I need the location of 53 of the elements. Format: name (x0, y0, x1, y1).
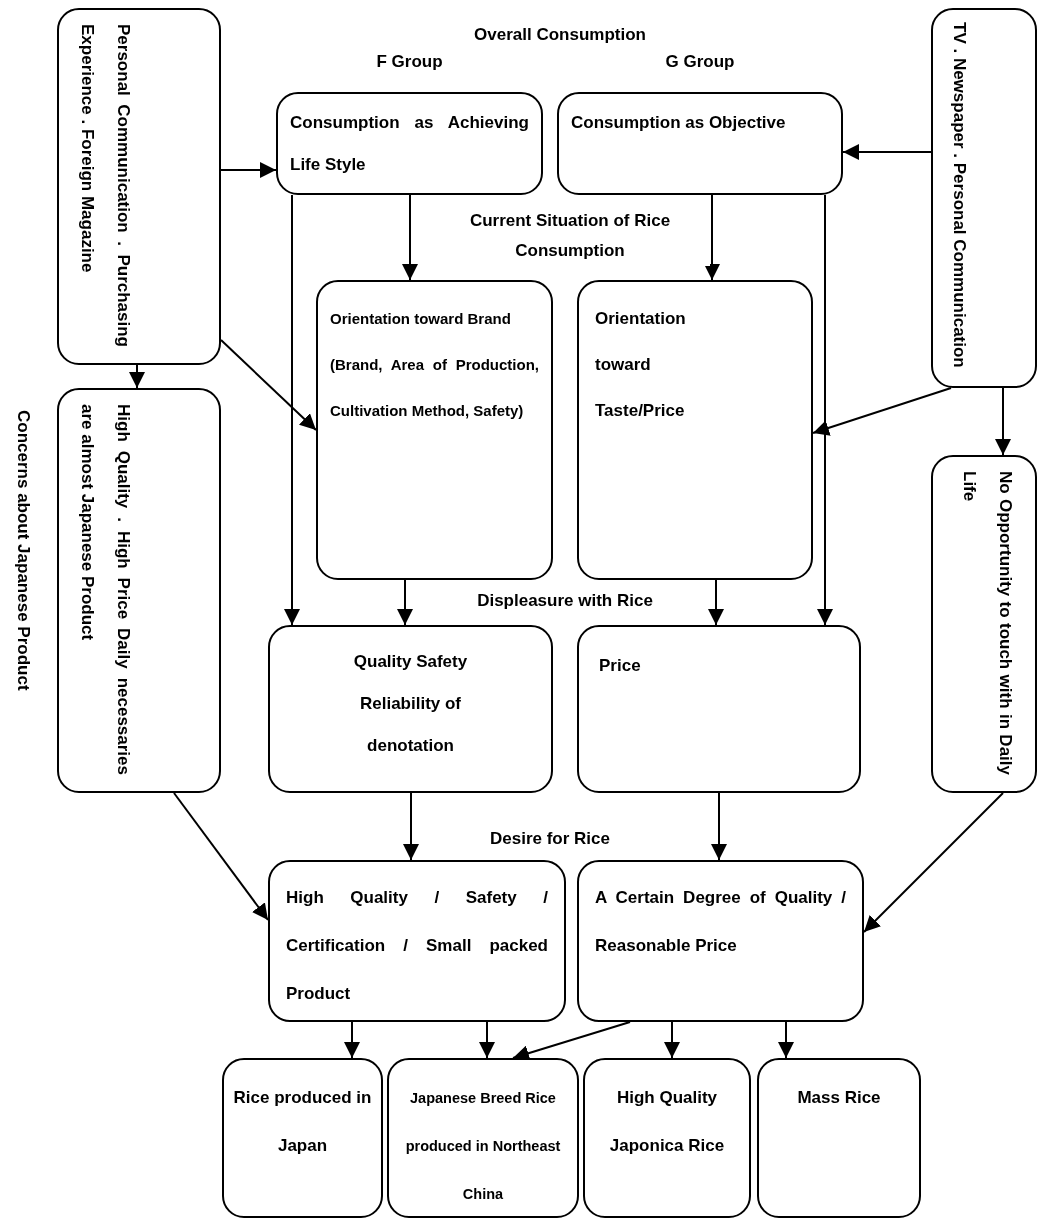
arrow (812, 387, 952, 436)
box-text: (Brand, Area of Production, Cultivation Method, Safety) (330, 355, 539, 421)
box-text: Consumption as Achieving Life Style (290, 112, 529, 176)
arrow (220, 162, 277, 178)
box-text: Orientation toward Taste/Price (595, 308, 687, 422)
box-text: Orientation toward Brand (330, 309, 512, 329)
arrow (704, 194, 720, 281)
side-caption: Concerns about Japanese Product (13, 410, 34, 691)
rounded-box (316, 280, 553, 580)
rounded-box (387, 1058, 579, 1218)
arrow (220, 339, 317, 431)
group-heading: G Group (664, 51, 736, 73)
box-text: Mass Rice (796, 1087, 882, 1109)
rounded-box (268, 860, 566, 1022)
arrow (817, 194, 833, 626)
box-text: TV . Newspaper . Personal Communication (949, 22, 970, 368)
box-text: A Certain Degree of Quality / Reasonable Price (595, 887, 846, 957)
group-heading: F Group (375, 51, 444, 73)
box-text: Japanese Breed Rice produced in Northeast China (404, 1089, 562, 1204)
arrow (512, 1021, 631, 1061)
rounded-box (577, 860, 864, 1022)
arrow (842, 144, 932, 160)
arrow (402, 194, 418, 281)
arrow (344, 1021, 360, 1059)
rounded-box (577, 625, 861, 793)
arrow (284, 194, 300, 626)
box-text: Price (599, 655, 642, 677)
rounded-box (931, 8, 1037, 388)
arrow (479, 1021, 495, 1059)
rounded-box (577, 280, 813, 580)
box-text: High Quality / Safety / Certification / Small packed Product (286, 887, 548, 1005)
rounded-box (268, 625, 553, 793)
arrow (995, 387, 1011, 456)
arrow (403, 792, 419, 861)
box-text: No Opportunity to touch with in Daily Life (959, 471, 1016, 775)
box-text: Quality Safety Reliability of denotation (352, 651, 469, 757)
rounded-box (931, 455, 1037, 793)
arrow (711, 792, 727, 861)
box-text: Consumption as Objective (571, 112, 787, 134)
rounded-box (757, 1058, 921, 1218)
arrow (129, 364, 145, 389)
arrow (778, 1021, 794, 1059)
arrow (397, 579, 413, 626)
box-text: High Quality Japonica Rice (608, 1087, 726, 1157)
arrow (863, 792, 1004, 933)
box-text: Rice produced in Japan (232, 1087, 373, 1157)
box-text: High Quality . High Price Daily necessaries are almost Japanese Product (77, 404, 134, 775)
rounded-box (583, 1058, 751, 1218)
rounded-box (57, 8, 221, 365)
rounded-box (222, 1058, 383, 1218)
box-text: Personal Communication . Purchasing Experience . Foreign Magazine (77, 24, 134, 347)
arrow (708, 579, 724, 626)
arrow (664, 1021, 680, 1059)
